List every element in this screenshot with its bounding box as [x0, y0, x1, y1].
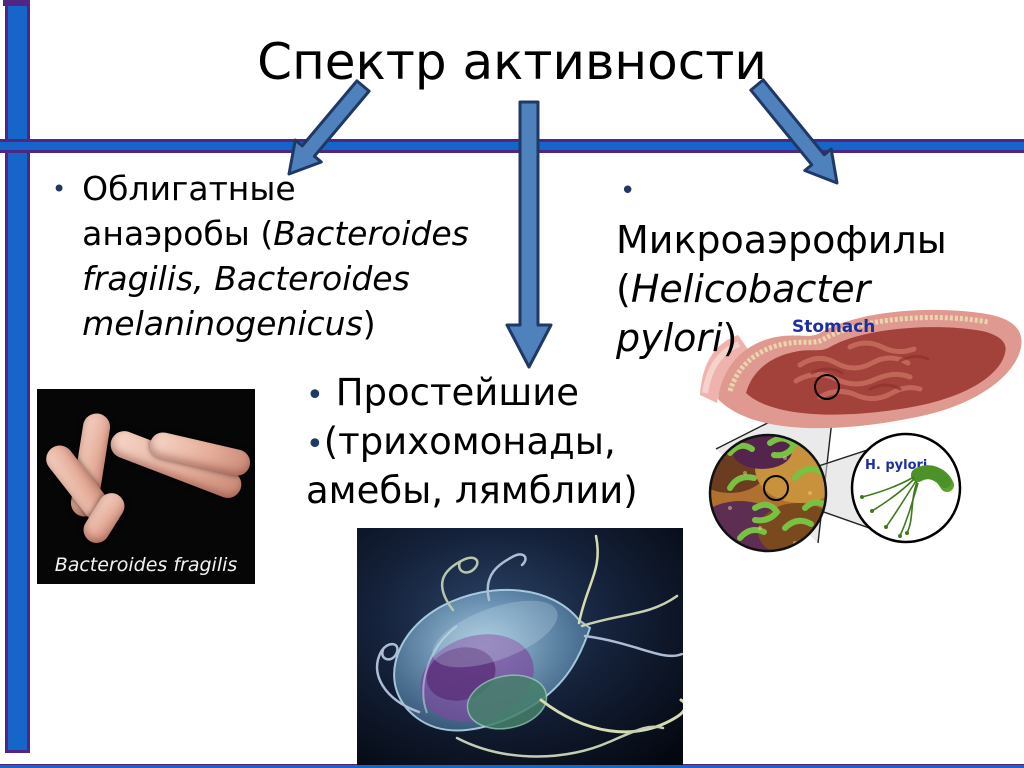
text-line: melaninogenicus) — [82, 301, 469, 346]
giardia-lamblia-image — [357, 528, 683, 765]
stomach-hpylori-image: Stomach — [700, 309, 1022, 553]
bullet-microaerophiles: • Микроаэрофилы (Helicobacter pylori) — [616, 176, 947, 363]
text-segment-italic: Helicobacter — [630, 267, 871, 311]
text-segment: Простейшие — [335, 371, 580, 414]
bacteroides-fragilis-image: Bacteroides fragilis — [37, 389, 255, 584]
text-segment-italic: melaninogenicus — [82, 304, 363, 343]
left-border-bar-cap — [3, 0, 30, 6]
horizontal-divider-line — [0, 139, 1024, 153]
stomach-label: Stomach — [792, 317, 875, 337]
bullet-protozoa: •Простейшие •(трихомонады, амебы, лямбли… — [306, 370, 706, 514]
slide-title: Спектр активности — [257, 33, 767, 91]
text-segment-italic: Bacteroides — [273, 214, 469, 253]
magnifier-source-circle — [814, 374, 840, 400]
text-line: •(трихомонады, — [306, 419, 706, 468]
text-segment-italic: pylori — [616, 316, 723, 360]
text-segment: ) — [362, 304, 376, 343]
obligate-anaerobes-text: Облигатные анаэробы (Bacteroides fragili… — [82, 166, 469, 346]
text-line: Облигатные — [82, 169, 296, 208]
hpylori-detail-circle: H. pylori — [850, 432, 962, 544]
bullet-obligate-anaerobes: • Облигатные анаэробы (Bacteroides fragi… — [52, 166, 512, 346]
giardia-flagella — [375, 534, 683, 758]
left-border-bar — [5, 0, 30, 753]
text-line: • Простейшие — [306, 370, 706, 419]
giardia-cell-body — [393, 588, 592, 732]
stomach-illustration — [700, 309, 1022, 429]
text-line: Микроаэрофилы — [616, 218, 947, 262]
bullet-dot: • — [306, 378, 324, 413]
text-segment: ) — [722, 316, 738, 360]
bacteroides-caption: Bacteroides fragilis — [54, 554, 238, 576]
text-line: (Helicobacter — [616, 265, 946, 314]
microaerophiles-text: Микроаэрофилы (Helicobacter pylori) — [616, 216, 947, 363]
arrow-down-right-icon — [749, 78, 839, 185]
hpylori-label: H. pylori — [865, 458, 927, 473]
text-line: анаэробы (Bacteroides — [82, 211, 469, 256]
text-segment: ( — [616, 267, 631, 311]
bullet-dot: • — [620, 176, 636, 206]
bullet-dot: • — [52, 175, 67, 203]
arrow-down-left-icon — [287, 79, 371, 176]
text-line: fragilis, Bacteroides — [82, 259, 410, 298]
text-segment: анаэробы ( — [82, 214, 274, 253]
text-line: амебы, лямблии) — [306, 469, 638, 512]
text-line: pylori) — [616, 314, 946, 363]
bullet-dot: • — [306, 427, 324, 462]
text-segment: (трихомонады, — [323, 420, 616, 463]
